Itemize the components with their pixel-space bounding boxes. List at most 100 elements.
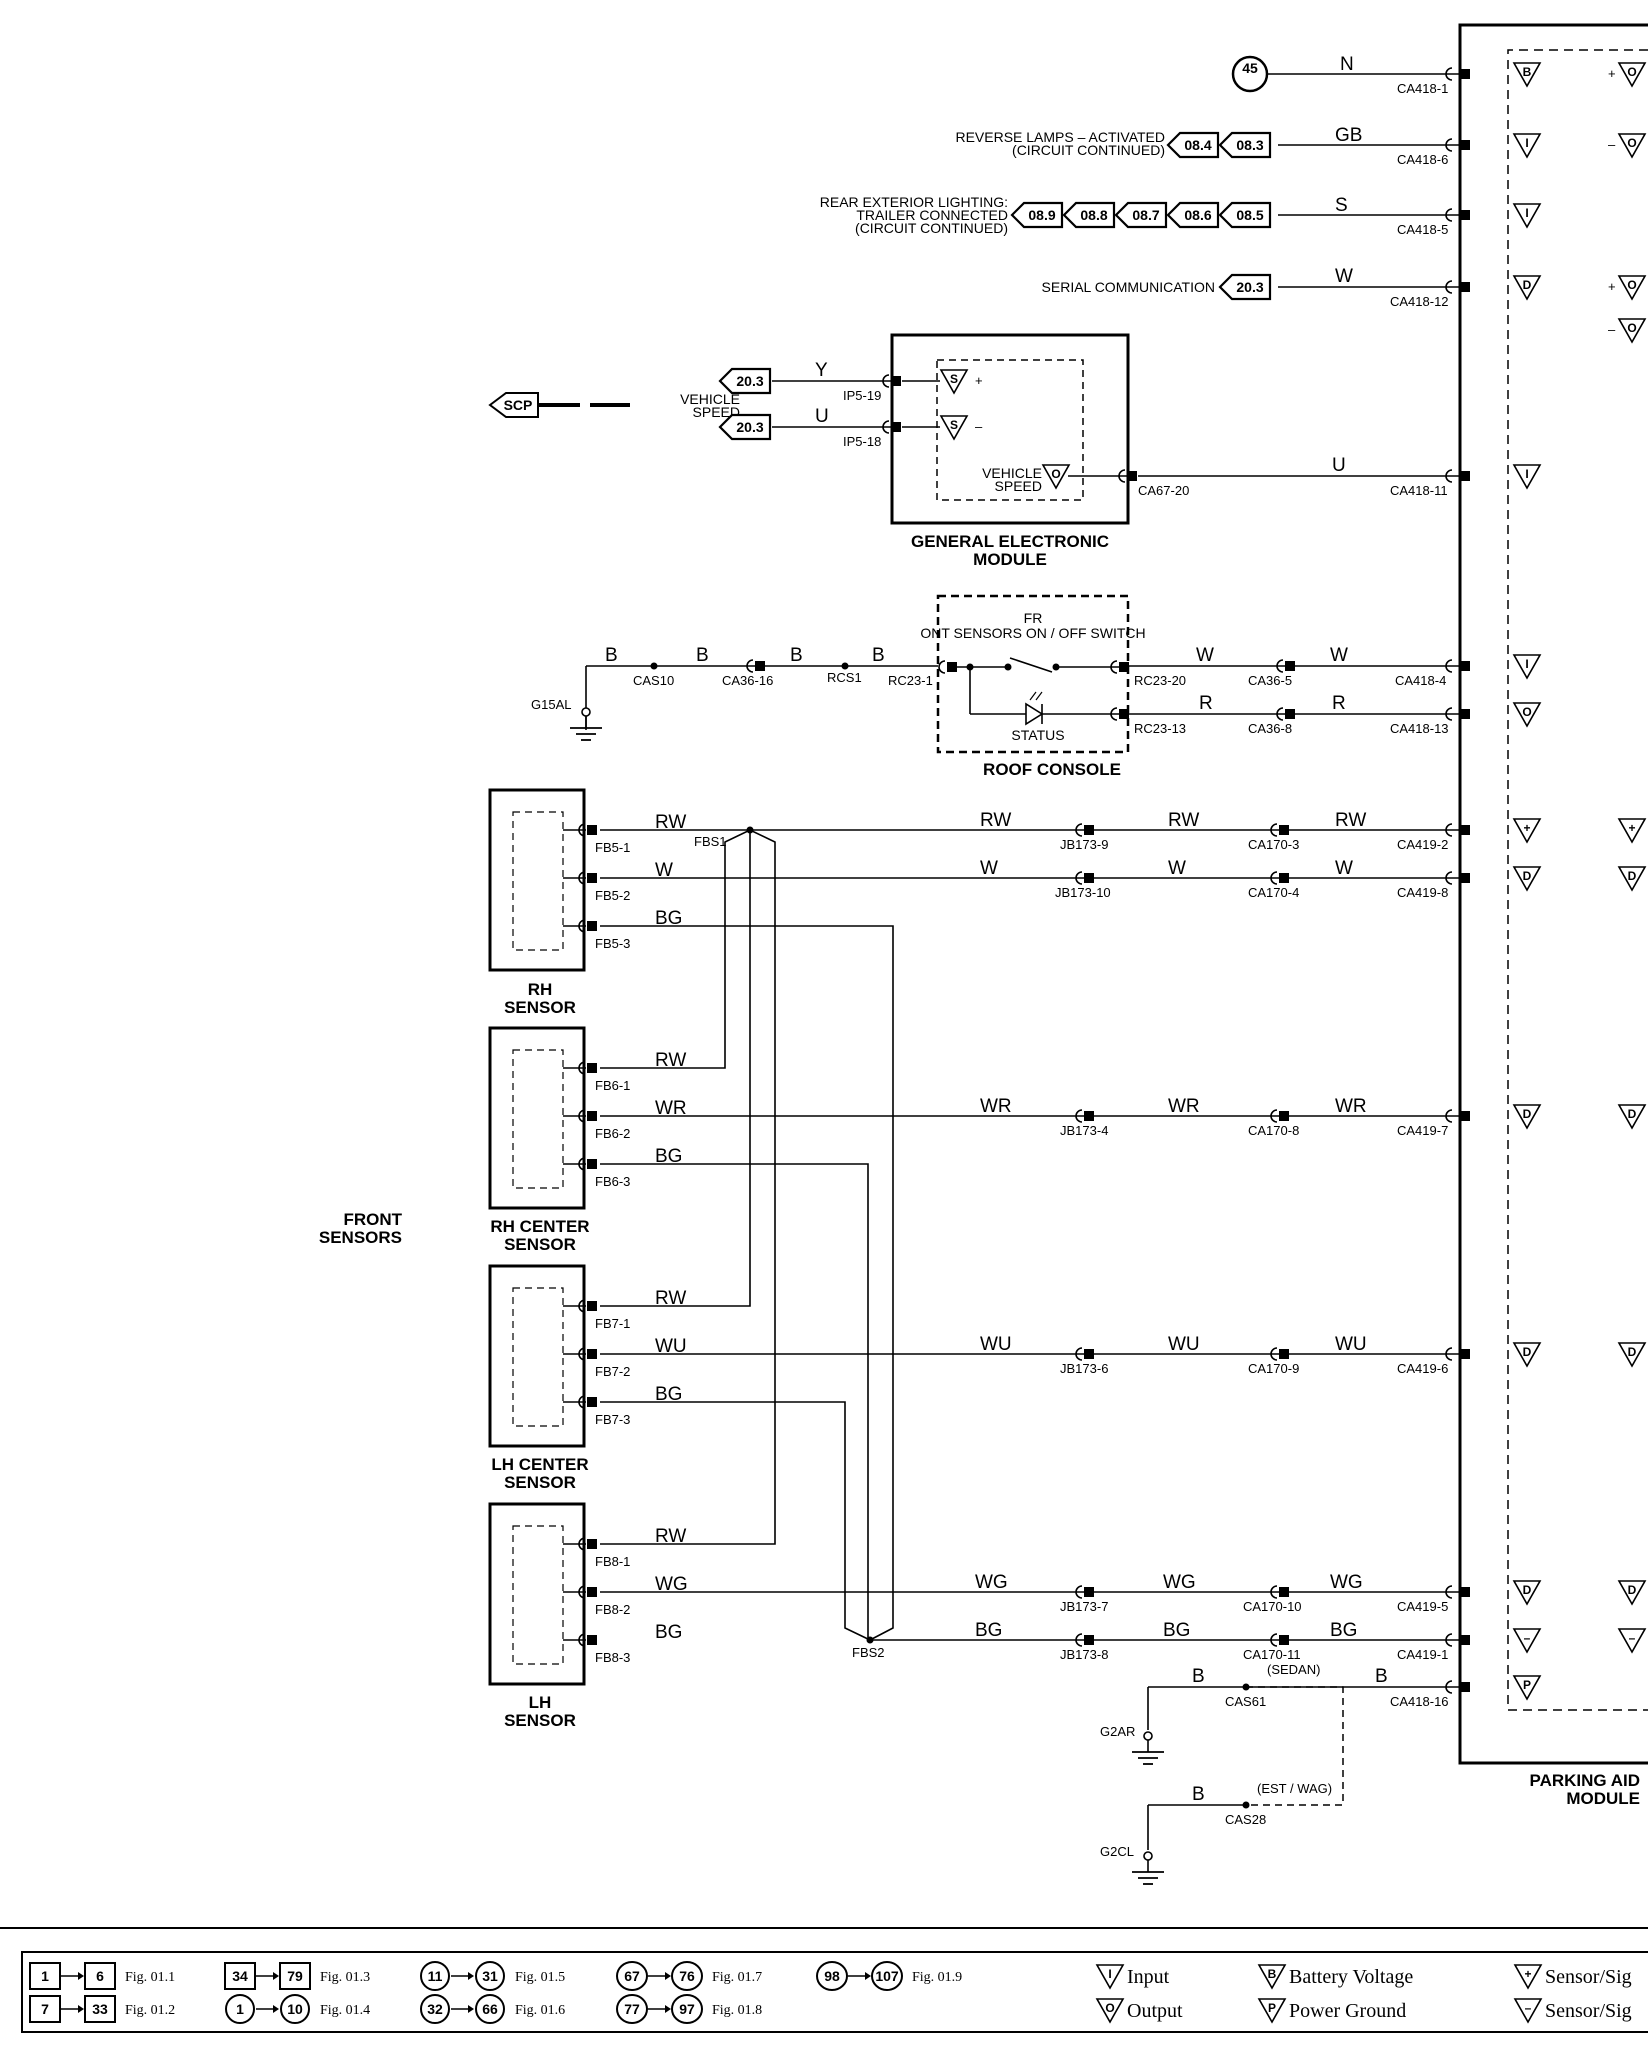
svg-text:Battery Voltage: Battery Voltage xyxy=(1289,1966,1413,1988)
svg-text:–: – xyxy=(1525,2001,1532,2015)
svg-text:+: + xyxy=(1608,66,1616,81)
row2-w1: WR xyxy=(980,1096,1012,1117)
conn-CA418-16: CA418-16 xyxy=(1390,1694,1449,1709)
conn-CA418-13: CA418-13 xyxy=(1390,721,1449,736)
conn-FB8-3: FB8-3 xyxy=(595,1650,630,1665)
wire-WG-lh: WG xyxy=(655,1574,688,1595)
svg-text:Fig. 01.6: Fig. 01.6 xyxy=(515,2003,565,2018)
legend-symbol-0: I Input xyxy=(1095,1964,1170,1990)
conn-CA36-5: CA36-5 xyxy=(1248,673,1292,688)
row5-w2: BG xyxy=(1163,1620,1190,1641)
wire-B-4: B xyxy=(872,645,885,666)
conn-CA418-6: CA418-6 xyxy=(1397,152,1448,167)
svg-text:Fig. 01.9: Fig. 01.9 xyxy=(912,1970,962,1985)
ref-tag-serial: 20.3 xyxy=(1218,273,1272,301)
svg-text:Input: Input xyxy=(1127,1966,1170,1988)
pam-clipped-symbol-2: O xyxy=(1617,275,1647,301)
pam-pin-0 xyxy=(1445,67,1470,81)
pam-pin-11 xyxy=(1445,1585,1470,1599)
conn-RC23-13: RC23-13 xyxy=(1134,721,1186,736)
ref-tag-08.8-1: 08.8 xyxy=(1062,201,1116,229)
svg-text:08.5: 08.5 xyxy=(1236,207,1263,223)
connector-20 xyxy=(746,659,765,673)
row1-w1: W xyxy=(980,858,998,879)
connector-21 xyxy=(1276,659,1295,673)
conn-FB5-3: FB5-3 xyxy=(595,936,630,951)
pam-pin-8 xyxy=(1445,871,1470,885)
svg-text:O: O xyxy=(1627,65,1636,79)
pam-clipped-symbol-8: D xyxy=(1617,1580,1647,1606)
conn-FB6-1: FB6-1 xyxy=(595,1078,630,1093)
conn-CA36-8: CA36-8 xyxy=(1248,721,1292,736)
row1-pam: CA419-8 xyxy=(1397,885,1448,900)
sedan-label: (SEDAN) xyxy=(1267,1662,1320,1677)
wire-RW-rh: RW xyxy=(655,812,686,833)
connector-17 xyxy=(938,660,957,674)
pam-clipped-symbol-6: D xyxy=(1617,1104,1647,1130)
connector-36 xyxy=(578,871,597,885)
conn-FB6-3: FB6-3 xyxy=(595,1174,630,1189)
conn-FB7-3: FB7-3 xyxy=(595,1412,630,1427)
conn-CA418-4: CA418-4 xyxy=(1395,673,1446,688)
pam-pin-5 xyxy=(1445,659,1470,673)
connector-29 xyxy=(1075,1347,1094,1361)
wire-WR-rhc: WR xyxy=(655,1098,687,1119)
ref-tag-08.7-2: 08.7 xyxy=(1114,201,1168,229)
row0-w2: RW xyxy=(1168,810,1199,831)
svg-text:O: O xyxy=(1627,278,1636,292)
connector-38 xyxy=(578,1061,597,1075)
pam-clipped-symbol-7: D xyxy=(1617,1342,1647,1368)
row0-ca: CA170-3 xyxy=(1248,837,1299,852)
svg-text:I: I xyxy=(1108,1967,1111,1981)
svg-text:08.4: 08.4 xyxy=(1184,137,1211,153)
connector-18 xyxy=(1110,660,1129,674)
wire-W-sw-1: W xyxy=(1196,645,1214,666)
wire-B-2: B xyxy=(696,645,709,666)
scp-label: SCP xyxy=(504,397,533,413)
pam-clipped-symbol-3: O xyxy=(1617,318,1647,344)
conn-FB5-2: FB5-2 xyxy=(595,888,630,903)
svg-text:I: I xyxy=(1525,136,1528,150)
pam-symbol-0: B xyxy=(1512,62,1542,88)
row5-w1: BG xyxy=(975,1620,1002,1641)
conn-CA36-16: CA36-16 xyxy=(722,673,773,688)
legend-symbol-4: +Sensor/Sig xyxy=(1513,1964,1632,1990)
conn-CA418-11: CA418-11 xyxy=(1390,483,1448,498)
svg-text:10: 10 xyxy=(287,2001,303,2017)
connector-35 xyxy=(578,823,597,837)
svg-text:67: 67 xyxy=(624,1968,640,1984)
pam-pin-6 xyxy=(1445,707,1470,721)
estwag-label: (EST / WAG) xyxy=(1257,1781,1332,1796)
row2-w3: WR xyxy=(1335,1096,1367,1117)
svg-text:7: 7 xyxy=(41,2001,49,2017)
gem-input-symbol-1: S xyxy=(939,415,969,441)
wire-B-estwag: B xyxy=(1192,1784,1205,1805)
pam-symbol-7: + xyxy=(1512,818,1542,844)
roof-console-title: ROOF CONSOLE xyxy=(983,760,1121,779)
row2-jb: JB173-4 xyxy=(1060,1123,1108,1138)
connector-22 xyxy=(1276,707,1295,721)
svg-text:Sensor/Sig: Sensor/Sig xyxy=(1545,2000,1632,2022)
svg-text:1: 1 xyxy=(236,2001,244,2017)
svg-text:D: D xyxy=(1628,1345,1637,1359)
row1-ca: CA170-4 xyxy=(1248,885,1299,900)
svg-text:O: O xyxy=(1522,705,1531,719)
wire-R-sw-2: R xyxy=(1332,693,1346,714)
ref-tag-08.4-0: 08.4 xyxy=(1166,131,1220,159)
wire-S: S xyxy=(1335,195,1348,216)
svg-text:–: – xyxy=(1524,1631,1531,1645)
